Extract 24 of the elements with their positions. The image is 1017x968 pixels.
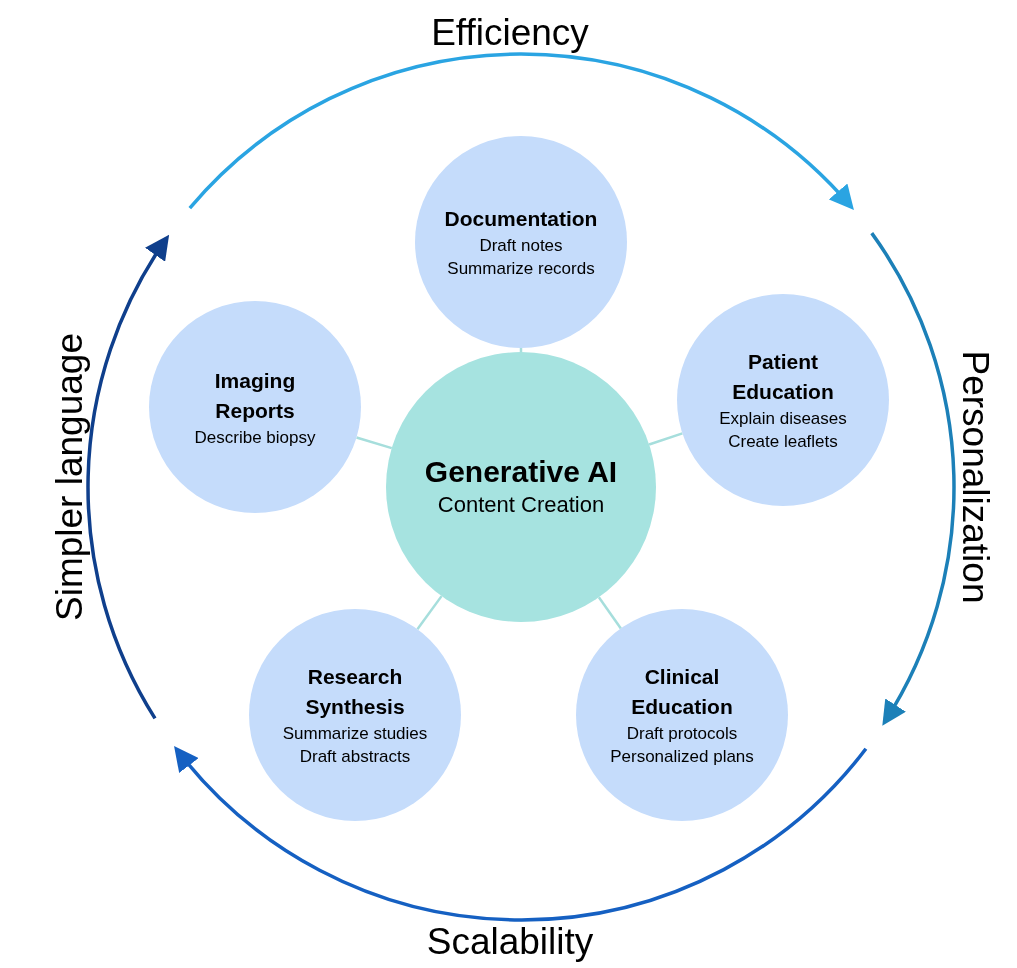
- node-title: Research Synthesis: [304, 664, 406, 720]
- node-text: Summarize studies: [282, 723, 428, 745]
- connector-line: [416, 595, 443, 631]
- node-title: Patient Education: [731, 349, 835, 405]
- node-text: Draft protocols: [626, 723, 738, 745]
- cycle-label: Efficiency: [431, 12, 589, 54]
- cycle-label: Simpler language: [49, 333, 91, 621]
- cycle-label: Personalization: [954, 350, 996, 604]
- node-title: Documentation: [444, 206, 598, 232]
- node-text: Content Creation: [437, 491, 605, 519]
- node-title: Clinical Education: [630, 664, 734, 720]
- node-text: Draft abstracts: [299, 746, 411, 768]
- connector-line: [597, 596, 622, 630]
- node-text: Create leaflets: [728, 431, 838, 453]
- connector-line: [648, 432, 683, 446]
- node-text: Summarize records: [447, 258, 595, 280]
- node-title: Generative AI: [424, 454, 618, 490]
- connector-line: [356, 436, 393, 450]
- node-text: Draft notes: [479, 235, 563, 257]
- node-title: Imaging Reports: [213, 367, 297, 424]
- cycle-label: Scalability: [426, 921, 594, 963]
- node-text: Describe biopsy: [194, 426, 316, 449]
- node-text: Explain diseases: [719, 408, 847, 430]
- node-text: Personalized plans: [610, 746, 754, 768]
